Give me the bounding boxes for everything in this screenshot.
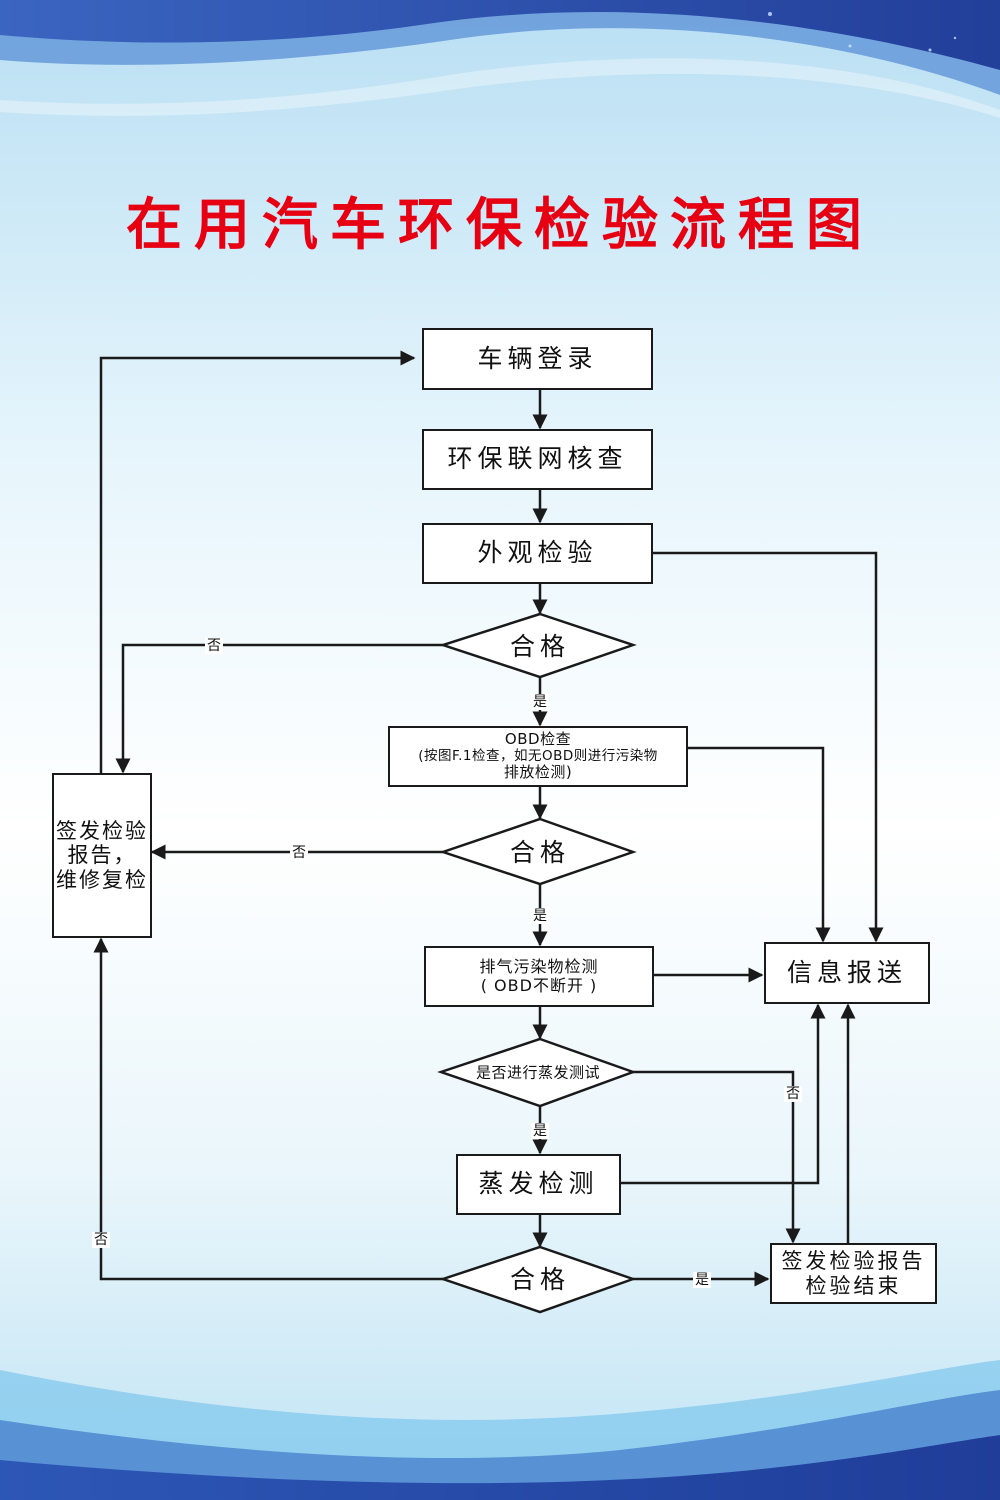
top-wave-decoration (0, 0, 1000, 118)
arrow-pass3-no-to-reinspect (93, 937, 443, 1281)
page-title: 在用汽车环保检验流程图 (126, 193, 874, 258)
bottom-wave-decoration (0, 1360, 1000, 1500)
decision-pass-3-label: 合格 (509, 1265, 571, 1294)
edge-label-yes-1: 是 (531, 694, 549, 710)
node-info-report: 信息报送 (764, 942, 930, 1004)
node-reinspect: 签发检验 报告， 维修复检 (52, 773, 152, 938)
node-appearance-label: 外观检验 (477, 538, 598, 568)
decision-pass-2-label: 合格 (509, 838, 571, 867)
decision-evap-label: 是否进行蒸发测试 (475, 1063, 601, 1082)
node-final-line2: 检验结束 (805, 1273, 902, 1298)
node-obd-line2: (按图F.1检查，如无OBD则进行污染物 (418, 747, 658, 764)
edge-label-no-evap: 否 (784, 1086, 802, 1102)
decision-pass-1 (438, 612, 637, 679)
node-obd-check: OBD检查 (按图F.1检查，如无OBD则进行污染物 排放检测) (388, 726, 688, 787)
arrow-appearance-to-info (653, 551, 884, 943)
arrow-obd-to-info (688, 746, 831, 943)
decision-evap (437, 1037, 637, 1108)
node-network-check: 环保联网核查 (422, 429, 653, 490)
node-exhaust-line1: 排气污染物检测 (479, 957, 599, 977)
edge-label-no-1: 否 (205, 638, 223, 654)
node-exhaust-test: 排气污染物检测 ( OBD不断开 ) (424, 946, 654, 1007)
edge-label-no-3: 否 (92, 1232, 110, 1248)
arrow-pass1-no-to-reinspect (115, 643, 443, 774)
node-network-check-label: 环保联网核查 (447, 444, 628, 474)
decision-pass-3 (439, 1245, 637, 1314)
arrow-evap-no-to-final (633, 1070, 801, 1244)
arrow-reinspect-to-login (99, 350, 416, 773)
node-appearance-inspection: 外观检验 (422, 523, 653, 584)
node-evap-test: 蒸发检测 (456, 1154, 621, 1215)
edge-label-yes-3: 是 (693, 1272, 711, 1288)
node-exhaust-line2: ( OBD不断开 ) (480, 975, 598, 995)
arrow-evap-test-to-info (621, 1003, 826, 1185)
decision-pass-2 (439, 817, 637, 886)
node-vehicle-login: 车辆登录 (422, 328, 653, 390)
node-vehicle-login-label: 车辆登录 (477, 343, 598, 373)
node-obd-line3: 排放检测) (503, 763, 573, 782)
node-reinspect-line1: 签发检验 (56, 819, 148, 844)
node-reinspect-line2: 报告， (67, 843, 137, 868)
edge-label-yes-evap: 是 (531, 1123, 549, 1139)
node-reinspect-line3: 维修复检 (56, 867, 148, 892)
decision-pass-1-label: 合格 (509, 632, 571, 661)
node-info-report-label: 信息报送 (786, 957, 907, 987)
node-obd-line1: OBD检查 (504, 730, 572, 749)
node-final-report: 签发检验报告 检验结束 (770, 1243, 937, 1304)
node-evap-test-label: 蒸发检测 (478, 1169, 599, 1199)
edge-label-yes-2: 是 (531, 908, 549, 924)
node-final-line1: 签发检验报告 (781, 1249, 926, 1274)
edge-label-no-2: 否 (290, 845, 308, 861)
